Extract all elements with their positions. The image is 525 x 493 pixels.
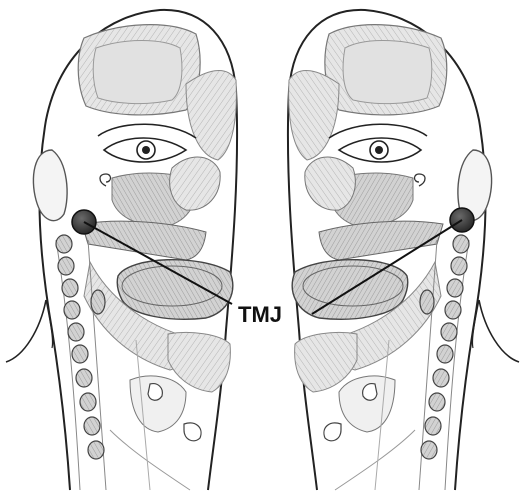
left-head-illustration [6,10,237,490]
right-head-illustration [288,10,519,490]
tmj-label: TMJ [238,302,282,327]
